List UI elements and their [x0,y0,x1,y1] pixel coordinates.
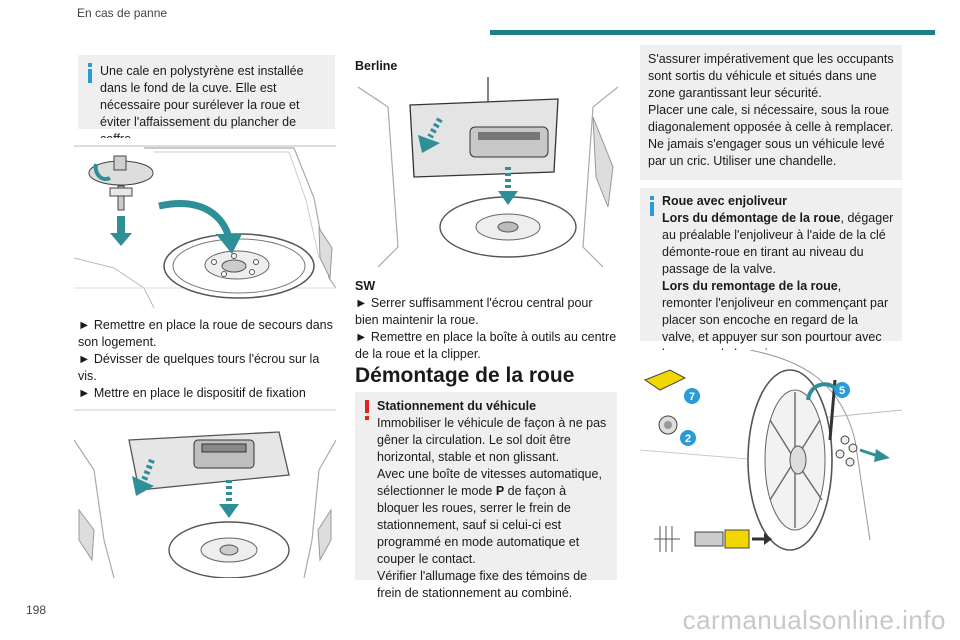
header-accent-bar [490,30,935,35]
callout-5 [834,382,850,398]
step-1: Remettre en place la roue de secours dan… [78,317,340,351]
info-note: Une cale en polystyrène est installée da… [78,55,335,146]
section-heading: Démontage de la roue [355,364,575,387]
enjoliveur-refit: Lors du remontage de la roue, remonter l… [662,279,889,361]
enjoliveur-note: Roue avec enjoliveur Lors du démontage d… [640,188,902,361]
warning-line-2: Avec une boîte de vitesses automatique, … [377,467,602,566]
label-sw: SW [355,279,376,293]
page-number: 198 [26,603,47,617]
enjoliveur-title: Roue avec enjoliveur [662,194,788,208]
sw-step-2: Remettre en place la boîte à outils au c… [355,329,617,363]
warning-line-1: Immobiliser le véhicule de façon à ne pa… [377,416,607,464]
info-icon [650,196,654,216]
safety-box: S'assurer impérativement que les occupan… [640,45,902,180]
callout-2-label: 2 [685,433,691,445]
info-note-text: Une cale en polystyrène est installée da… [100,64,304,146]
warning-note: Stationnement du véhicule Immobiliser le… [355,392,617,600]
callout-7-label: 7 [689,391,695,403]
safety-line-2: Placer une cale, si nécessaire, sous la … [648,103,894,134]
label-berline: Berline [355,59,398,73]
sw-section: SW Serrer suffisamment l'écrou central p… [355,278,617,363]
callout-5-label: 5 [839,385,845,397]
illustration-berline-trunk [358,77,618,267]
callout-2 [680,430,696,446]
info-icon [88,63,92,83]
enjoliveur-removal: Lors du démontage de la roue, dégager au… [662,211,894,276]
warning-line-3: Vérifier l'allumage fixe des témoins de … [377,569,588,600]
callout-7 [684,388,700,404]
illustration-wheel-removal: 7 5 2 [640,350,902,570]
step-2: Dévisser de quelques tours l'écrou sur l… [78,351,340,385]
watermark: carmanualsonline.info [682,605,946,635]
sw-step-1: Serrer suffisamment l'écrou central pour… [355,295,617,329]
safety-line-3: Ne jamais s'engager sous un véhicule lev… [648,137,885,168]
safety-line-1: S'assurer impérativement que les occupan… [648,52,894,100]
illustration-spare-wheel-fixing [74,138,336,308]
illustration-toolbox-berline [74,400,336,578]
warning-title: Stationnement du véhicule [377,399,537,413]
warning-icon [365,400,369,420]
section-title: En cas de panne [77,6,168,20]
